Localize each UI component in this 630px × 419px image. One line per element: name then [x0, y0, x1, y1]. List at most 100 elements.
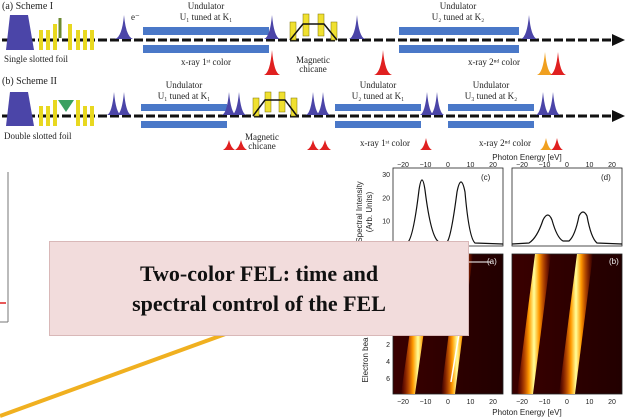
cropped-figure-fragment	[0, 172, 9, 323]
scheme1-undulator-1	[143, 27, 269, 53]
scheme2-pulse-d	[316, 92, 330, 115]
scheme1-xray2-pulse-orange	[537, 52, 553, 75]
scheme2-red-pulse-3	[307, 140, 319, 150]
tick-label: −20	[397, 162, 409, 169]
scheme2-red-pulse-6	[551, 138, 563, 150]
y-tick-label: 4	[386, 359, 390, 366]
bottom-ticks-left: −20 −10 0 10 20	[397, 399, 497, 406]
scheme1-pulse-after-u1	[264, 15, 280, 39]
scheme2-undulator-3	[448, 104, 534, 128]
scheme2-undulator3-line2: U₃ tuned at K₂	[465, 91, 518, 101]
tick-label: 0	[446, 162, 450, 169]
scheme1-undulator2-line1: Undulator	[440, 1, 477, 11]
scheme2-foil-label: Double slotted foil	[4, 131, 72, 141]
title-callout: Two-color FEL: time and spectral control…	[49, 241, 469, 336]
panel-c-label: (c)	[481, 173, 491, 182]
tick-label: 0	[446, 399, 450, 406]
tick-label: −10	[420, 399, 432, 406]
scheme2-red-pulse-1	[223, 140, 235, 150]
scheme1-undulator1-line2: U₁ tuned at K₁	[180, 12, 233, 22]
scheme1-beam-arrowhead	[612, 34, 625, 46]
y-tick-label: 6	[386, 376, 390, 383]
scheme2-red-pulse-5	[420, 138, 432, 150]
scheme1-chicane-line1: Magnetic	[296, 55, 330, 65]
ylabel-units: (Arb. Units)	[365, 191, 374, 232]
tick-label: 0	[565, 399, 569, 406]
scheme1-magnetic-chicane	[289, 13, 338, 41]
y-ticks-heatmap: 2 4 6	[386, 342, 390, 383]
scheme2-undulator-2	[335, 104, 421, 128]
tick-label: 20	[489, 162, 497, 169]
scheme2-electron-bunch	[6, 92, 34, 126]
scheme1-xray2-pulse-red	[550, 52, 566, 75]
scheme2-red-pulse-4	[319, 140, 331, 150]
y-tick-label: 30	[382, 172, 390, 179]
scheme2-undulator2-line2: U₂ tuned at K₁	[352, 91, 405, 101]
scheme1-xray2-label: x-ray 2ⁿᵈ color	[468, 57, 520, 67]
tick-label: −10	[539, 399, 551, 406]
scheme2-red-pulse-2	[235, 140, 247, 150]
scheme1-undulator2-line2: U₂ tuned at K₂	[432, 12, 485, 22]
scheme1-undulator-2	[399, 27, 519, 53]
y-tick-label: 10	[382, 219, 390, 226]
tick-label: 20	[489, 399, 497, 406]
fel-schemes-diagram: (a) Scheme I Single slotted foil e⁻ Undu…	[2, 1, 625, 150]
heatmap-a-label: (a)	[487, 257, 497, 266]
scheme2-undulator-1	[141, 104, 227, 128]
tick-label: 10	[586, 399, 594, 406]
tick-label: 0	[565, 162, 569, 169]
scheme2-pulse-b	[232, 92, 246, 115]
tick-label: 10	[467, 399, 475, 406]
scheme2-chicane-line2: chicane	[248, 141, 275, 150]
scheme1-electron-bunch	[6, 15, 34, 50]
scheme1-pulse-mid-red	[374, 50, 392, 75]
scheme2-undulator1-line2: U₁ tuned at K₁	[158, 91, 211, 101]
bottom-axis-label: Photon Energy [eV]	[492, 408, 561, 417]
scheme1-electron-label: e⁻	[131, 12, 140, 22]
scheme1-title: (a) Scheme I	[2, 1, 53, 12]
tick-label: 20	[608, 162, 616, 169]
scheme2-pulse-c	[306, 92, 320, 115]
scheme1-pulse-after-u2	[521, 15, 537, 39]
scheme2-beam-arrowhead	[612, 110, 625, 122]
y-tick-label: 20	[382, 195, 390, 202]
scheme1-electron-pulse	[115, 15, 133, 39]
scheme2-undulator1-line1: Undulator	[166, 80, 203, 90]
scheme2-twin-pulse-2	[117, 92, 131, 115]
scheme2-pulse-h	[546, 92, 560, 115]
scheme2-undulator2-line1: Undulator	[360, 80, 397, 90]
scheme2-title: (b) Scheme II	[2, 76, 57, 87]
heatmap-b-label: (b)	[609, 257, 619, 266]
panel-d-frame	[511, 167, 623, 247]
scheme1-slotted-foil	[39, 18, 94, 50]
y-tick-label: 2	[386, 342, 390, 349]
tick-label: −10	[539, 162, 551, 169]
scheme1-foil-label: Single slotted foil	[4, 54, 68, 64]
scheme2-xray1-label: x-ray 1ˢᵗ color	[360, 138, 410, 148]
tick-label: 10	[586, 162, 594, 169]
scheme2-chicane-line1: Magnetic	[245, 132, 279, 142]
tick-label: 10	[467, 162, 475, 169]
scheme2-xray2-label: x-ray 2ⁿᵈ color	[479, 138, 531, 148]
panel-d-label: (d)	[601, 173, 611, 182]
panel-d-spectrum-line	[511, 211, 623, 245]
scheme1-chicane-line2: chicane	[299, 64, 326, 74]
scheme1-undulator1-line1: Undulator	[188, 1, 225, 11]
scheme2-double-slotted-foil	[39, 100, 94, 126]
scheme2-pulse-g	[536, 92, 550, 115]
ylabel-spectral-intensity: Spectral Intensity	[355, 181, 364, 242]
tick-label: 20	[608, 399, 616, 406]
scheme1-pulse-mid-1	[349, 15, 365, 39]
ylabel-electron-beam: Electron bea	[361, 337, 370, 382]
y-ticks-spectral: 3020100	[382, 172, 390, 249]
heatmap-b	[511, 253, 623, 395]
tick-label: −20	[397, 399, 409, 406]
scheme2-twin-pulse-1	[107, 92, 121, 115]
scheme2-undulator3-line1: Undulator	[473, 80, 510, 90]
top-axis-label: Photon Energy [eV]	[492, 153, 561, 162]
callout-line-1: Two-color FEL: time and	[139, 260, 379, 286]
callout-line-2: spectral control of the FEL	[132, 290, 386, 316]
